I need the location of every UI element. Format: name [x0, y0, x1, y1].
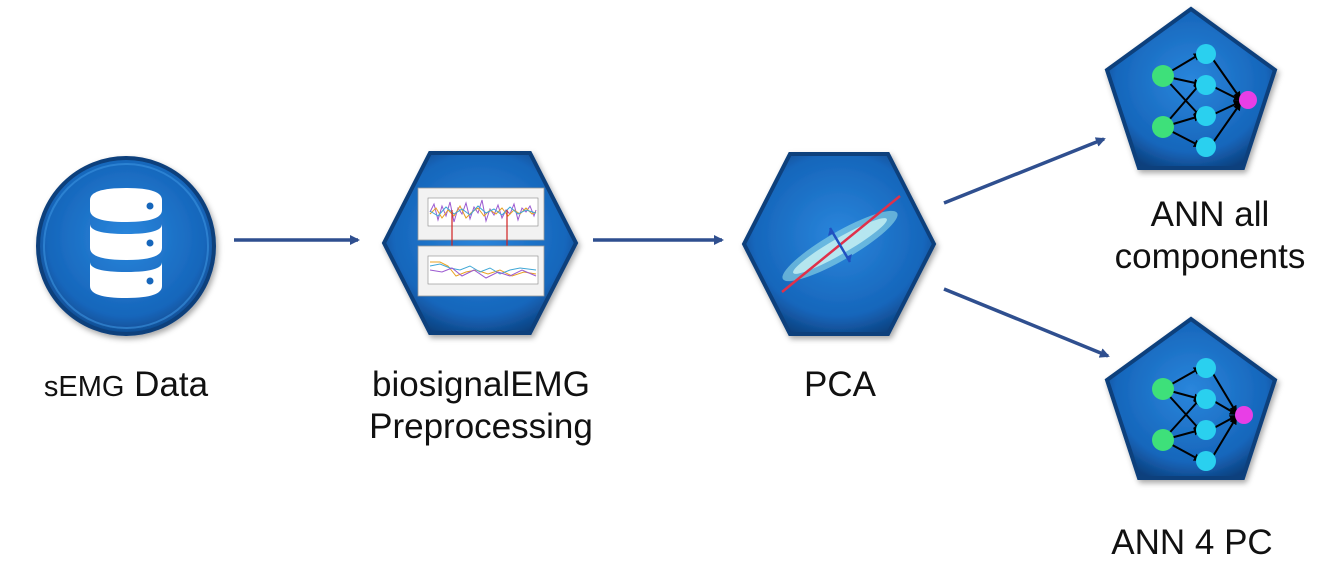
- scatter-pca-icon: [781, 195, 901, 293]
- ann-4pc-node: [1104, 316, 1278, 480]
- ann-all-node: [1104, 6, 1278, 170]
- neural-network-icon: [1152, 44, 1257, 157]
- pca-label-text: PCA: [804, 365, 876, 404]
- semg-data-label: sEMG Data: [22, 364, 230, 408]
- semg-label-big: Data: [134, 365, 209, 404]
- ann-4pc-label-text: ANN 4 PC: [1111, 523, 1273, 562]
- arrow-pca-to-ann-all: [943, 137, 1106, 205]
- pca-node: [741, 152, 937, 336]
- semg-label-small: sEMG: [43, 371, 125, 403]
- ann-all-label-line2: components: [1114, 237, 1306, 276]
- signal-plot-icon: [417, 187, 545, 297]
- preprocessing-label-line2: Preprocessing: [369, 407, 593, 446]
- pca-label: PCA: [760, 364, 920, 406]
- ann-all-label: ANN all components: [1098, 194, 1322, 278]
- ann-all-label-line1: ANN all: [1150, 195, 1270, 234]
- semg-data-node: [36, 156, 216, 336]
- preprocessing-label-line1: biosignalEMG: [372, 365, 590, 404]
- neural-network-icon: [1152, 358, 1253, 471]
- database-icon: [90, 188, 162, 298]
- arrow-pca-to-ann-4pc: [943, 287, 1110, 358]
- preprocessing-label: biosignalEMG Preprocessing: [340, 364, 622, 448]
- preprocessing-node: [381, 151, 579, 335]
- ann-4pc-label: ANN 4 PC: [1090, 522, 1294, 564]
